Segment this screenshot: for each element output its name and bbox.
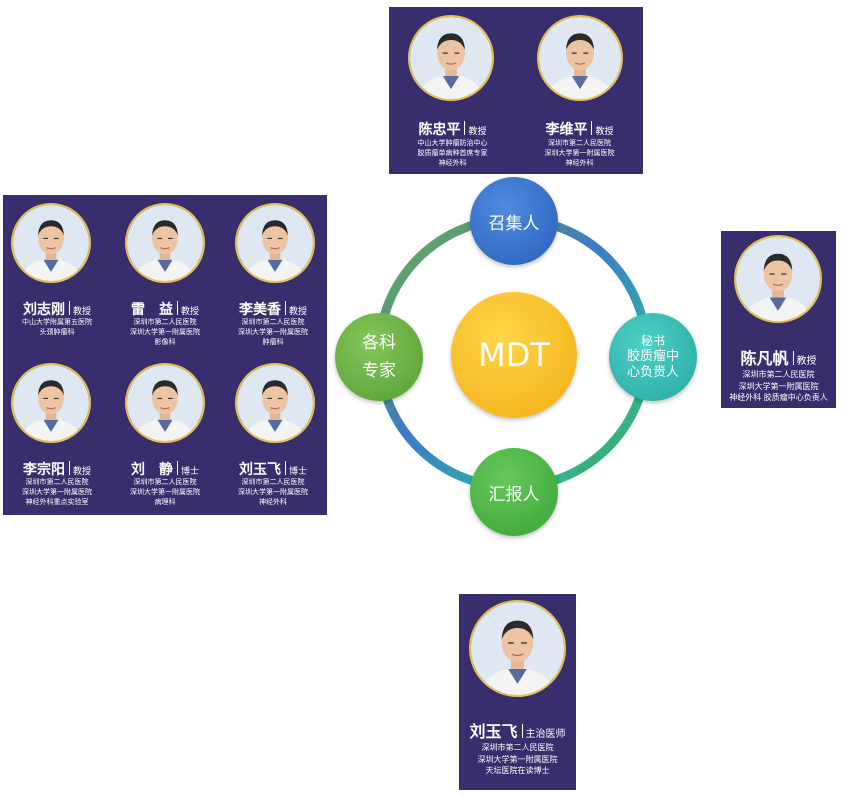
- portrait-image: [734, 235, 822, 323]
- expert-card: 雷 益教授 深圳市第二人民医院深圳大学第一附属医院影像科: [111, 195, 219, 355]
- expert-card: 李宗阳教授 深圳市第二人民医院深圳大学第一附属医院神经外科重点实验室: [3, 355, 111, 515]
- expert-affiliation: 深圳市第二人民医院深圳大学第一附属医院神经外科: [544, 139, 615, 167]
- expert-card: 陈忠平教授 中山大学肿瘤防治中心胶质瘤单病种首席专家神经外科: [389, 7, 516, 174]
- expert-name: 陈凡帆: [740, 349, 789, 368]
- portrait-image: [11, 203, 91, 283]
- expert-name: 陈忠平: [418, 122, 461, 138]
- expert-affiliation: 中山大学肿瘤防治中心胶质瘤单病种首席专家神经外科: [417, 139, 488, 167]
- expert-card: 刘志刚教授 中山大学附属第五医院头颈肿瘤科: [3, 195, 111, 355]
- secretary-node: 秘书 胶质瘤中 心负责人: [609, 313, 697, 401]
- expert-name: 李宗阳: [22, 462, 65, 478]
- expert-name: 刘志刚: [22, 302, 65, 318]
- convener-node: 召集人: [470, 177, 558, 265]
- expert-affiliation: 深圳市第二人民医院深圳大学第一附属医院病理科: [130, 478, 200, 506]
- portrait-image: [125, 363, 205, 443]
- portrait-image: [235, 363, 315, 443]
- expert-title: 教授: [796, 356, 817, 367]
- conveners-panel: 陈忠平教授 中山大学肿瘤防治中心胶质瘤单病种首席专家神经外科 李维平教授 深圳市…: [389, 7, 643, 174]
- portrait-image: [235, 203, 315, 283]
- mdt-center-node: MDT: [451, 292, 577, 418]
- expert-title: 教授: [288, 307, 307, 317]
- expert-card: 李维平教授 深圳市第二人民医院深圳大学第一附属医院神经外科: [516, 7, 643, 174]
- expert-title: 教授: [72, 307, 91, 317]
- experts-node: 各科 专家: [335, 313, 423, 401]
- expert-card: 刘玉飞主治医师 深圳市第二人民医院深圳大学第一附属医院天坛医院在读博士: [459, 594, 576, 790]
- expert-name: 刘 静: [130, 462, 173, 478]
- portrait-image: [537, 15, 623, 101]
- expert-card: 刘玉飞博士 深圳市第二人民医院深圳大学第一附属医院神经外科: [219, 355, 327, 515]
- expert-name: 雷 益: [130, 302, 173, 318]
- expert-title: 主治医师: [525, 729, 566, 740]
- expert-title: 博士: [288, 467, 307, 477]
- portrait-image: [408, 15, 494, 101]
- expert-title: 教授: [180, 307, 199, 317]
- expert-affiliation: 深圳市第二人民医院深圳大学第一附属医院神经外科 胶质瘤中心负责人: [729, 370, 828, 402]
- expert-affiliation: 深圳市第二人民医院深圳大学第一附属医院肿瘤科: [238, 318, 308, 346]
- experts-panel: 刘志刚教授 中山大学附属第五医院头颈肿瘤科 雷 益教授 深圳市第二人民医院深圳大…: [3, 195, 327, 515]
- reporter-node: 汇报人: [470, 448, 558, 536]
- expert-name: 李维平: [545, 122, 588, 138]
- expert-name: 刘玉飞: [469, 722, 518, 741]
- portrait-image: [125, 203, 205, 283]
- expert-title: 教授: [595, 127, 614, 137]
- expert-affiliation: 深圳市第二人民医院深圳大学第一附属医院天坛医院在读博士: [477, 743, 558, 775]
- expert-title: 博士: [180, 467, 199, 477]
- expert-affiliation: 深圳市第二人民医院深圳大学第一附属医院影像科: [130, 318, 200, 346]
- expert-affiliation: 深圳市第二人民医院深圳大学第一附属医院神经外科: [238, 478, 308, 506]
- expert-card: 李美香教授 深圳市第二人民医院深圳大学第一附属医院肿瘤科: [219, 195, 327, 355]
- expert-affiliation: 深圳市第二人民医院深圳大学第一附属医院神经外科重点实验室: [22, 478, 92, 506]
- reporter-panel: 刘玉飞主治医师 深圳市第二人民医院深圳大学第一附属医院天坛医院在读博士: [459, 594, 576, 790]
- expert-name: 李美香: [238, 302, 281, 318]
- expert-affiliation: 中山大学附属第五医院头颈肿瘤科: [22, 318, 92, 336]
- expert-title: 教授: [468, 127, 487, 137]
- expert-name: 刘玉飞: [238, 462, 281, 478]
- expert-card: 刘 静博士 深圳市第二人民医院深圳大学第一附属医院病理科: [111, 355, 219, 515]
- portrait-image: [11, 363, 91, 443]
- expert-title: 教授: [72, 467, 91, 477]
- portrait-image: [469, 600, 566, 697]
- expert-card: 陈凡帆教授 深圳市第二人民医院深圳大学第一附属医院神经外科 胶质瘤中心负责人: [721, 231, 836, 408]
- secretary-panel: 陈凡帆教授 深圳市第二人民医院深圳大学第一附属医院神经外科 胶质瘤中心负责人: [721, 231, 836, 408]
